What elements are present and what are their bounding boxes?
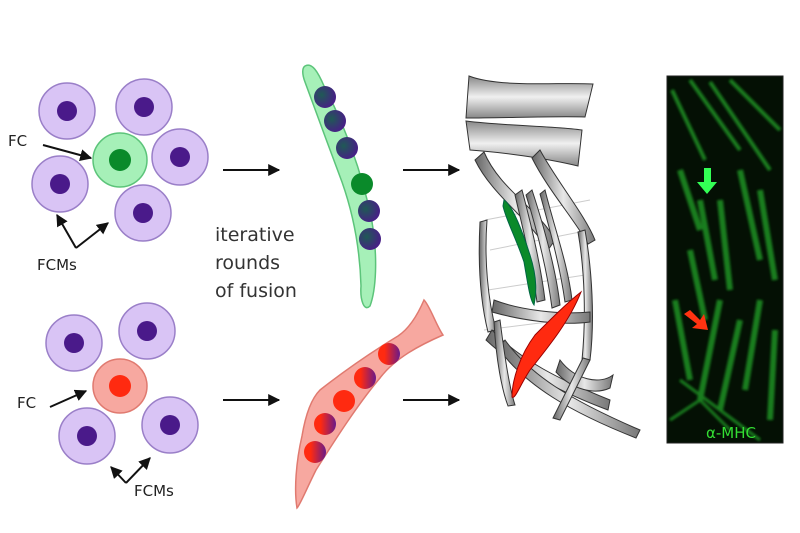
alpha-mhc-micrograph: α-MHC — [666, 75, 784, 444]
fc-label: FC — [17, 394, 36, 412]
fcm-cell — [38, 82, 96, 140]
highlighted-fiber-red — [511, 290, 583, 398]
fcm-arrow — [125, 457, 151, 484]
fcm-cell — [114, 184, 172, 242]
red-arrow-marker — [684, 310, 708, 330]
fcm-arrow — [56, 213, 77, 249]
fcm-cell — [31, 155, 89, 213]
founder-nucleus — [333, 390, 355, 412]
fcm-cell — [141, 396, 199, 454]
nucleus — [314, 413, 336, 435]
nucleus — [304, 441, 326, 463]
founder-nucleus — [351, 173, 373, 195]
nucleus — [358, 200, 380, 222]
fcm-cell — [45, 314, 103, 372]
nucleus — [359, 228, 381, 250]
muscle-segment-illustration — [465, 75, 641, 439]
fcm-cell — [151, 128, 209, 186]
nucleus — [314, 86, 336, 108]
fcm-arrow — [75, 222, 109, 249]
process-label: iterative rounds of fusion — [215, 224, 297, 302]
fcm-cell — [115, 78, 173, 136]
bottom-cell-cluster: FC FCMs — [17, 302, 199, 500]
green-myotube — [302, 64, 381, 309]
fc-label: FC — [8, 132, 27, 150]
red-myotube — [294, 298, 445, 510]
founder-cell-green — [92, 132, 148, 188]
fcm-arrow — [110, 466, 127, 484]
fcms-label: FCMs — [37, 256, 77, 274]
nucleus — [336, 137, 358, 159]
nucleus — [378, 343, 400, 365]
fcm-cell — [118, 302, 176, 360]
nucleus — [354, 367, 376, 389]
svg-text:rounds: rounds — [215, 252, 280, 274]
founder-cell-red — [92, 358, 148, 414]
fcms-label: FCMs — [134, 482, 174, 500]
green-arrow-marker — [697, 168, 717, 194]
svg-text:iterative: iterative — [215, 224, 295, 246]
fc-arrow — [49, 389, 88, 408]
highlighted-fiber-green — [502, 199, 537, 307]
nucleus — [324, 110, 346, 132]
fc-arrow — [42, 144, 93, 161]
fcm-cell — [58, 407, 116, 465]
top-cell-cluster: FC FCMs — [8, 78, 209, 274]
stain-label: α-MHC — [706, 424, 756, 442]
svg-text:of fusion: of fusion — [215, 280, 297, 302]
